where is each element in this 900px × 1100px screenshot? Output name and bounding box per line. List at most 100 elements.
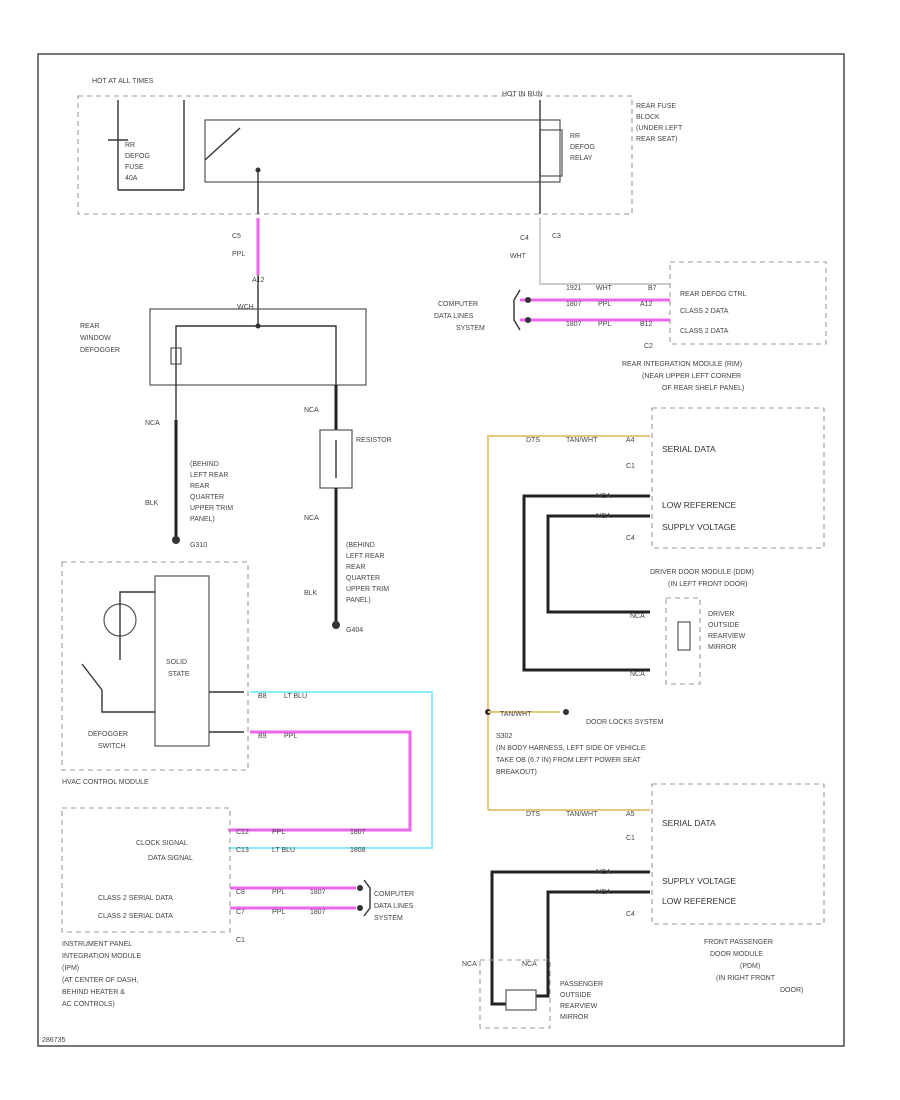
tan-wht-serial-data-wire: [487, 435, 650, 810]
svg-text:UPPER TRIM: UPPER TRIM: [190, 505, 233, 512]
svg-text:STATE: STATE: [168, 671, 190, 678]
ddm-c1-label: C1: [626, 463, 635, 470]
rim-pin-rear-defog-ctrl: 1921 WHT B7 REAR DEFOG CTRL: [566, 285, 747, 298]
svg-text:(NEAR UPPER LEFT CORNER: (NEAR UPPER LEFT CORNER: [642, 373, 741, 380]
svg-text:(AT CENTER OF DASH,: (AT CENTER OF DASH,: [62, 977, 138, 984]
defogger-grid: [175, 325, 337, 420]
svg-text:BREAKOUT): BREAKOUT): [496, 769, 537, 776]
svg-text:RR: RR: [570, 133, 580, 140]
pdm-serial-data-label: SERIAL DATA: [662, 818, 716, 828]
svg-text:TAKE OB (6.7 IN) FROM LEFT POW: TAKE OB (6.7 IN) FROM LEFT POWER SEAT: [496, 757, 641, 764]
svg-text:C12: C12: [236, 829, 249, 836]
svg-text:FUSE: FUSE: [125, 164, 144, 171]
ddm-c1-wire-label: DTS TAN/WHT A4: [526, 437, 635, 444]
pdm-low-ref-wire: [536, 890, 650, 998]
ground-g404-icon: [332, 621, 340, 629]
svg-text:DTS: DTS: [526, 811, 540, 818]
svg-text:DEFOGGER: DEFOGGER: [80, 347, 120, 354]
ddm-wire-b-label: NCA: [596, 513, 611, 520]
ipm-data-arrow-2: [357, 905, 363, 911]
pdm-low-ref-label: LOW REFERENCE: [662, 896, 736, 906]
ipm-module-label: INSTRUMENT PANEL INTEGRATION MODULE (IPM…: [62, 941, 142, 1008]
svg-text:REARVIEW: REARVIEW: [560, 1003, 598, 1010]
hvac-wire-2-label: B9 PPL: [258, 733, 297, 740]
solid-state-box: [154, 575, 210, 747]
svg-text:FRONT PASSENGER: FRONT PASSENGER: [704, 939, 773, 946]
svg-text:(UNDER LEFT: (UNDER LEFT: [636, 125, 683, 132]
svg-text:(IN LEFT FRONT DOOR): (IN LEFT FRONT DOOR): [668, 581, 747, 588]
ppl-clock-wire: [228, 730, 412, 832]
svg-text:BLOCK: BLOCK: [636, 114, 660, 121]
hvac-module-label: HVAC CONTROL MODULE: [62, 779, 149, 786]
diagram-footer-id: 286735: [42, 1037, 65, 1044]
svg-text:1807: 1807: [310, 889, 326, 896]
svg-text:PPL: PPL: [598, 301, 611, 308]
svg-text:AC CONTROLS): AC CONTROLS): [62, 1001, 115, 1008]
ddm-serial-data-label: SERIAL DATA: [662, 444, 716, 454]
pdm-c1-label: C1: [626, 835, 635, 842]
driver-mirror-label: DRIVER OUTSIDE REARVIEW MIRROR: [708, 611, 746, 651]
svg-text:A12: A12: [640, 301, 653, 308]
svg-text:SYSTEM: SYSTEM: [456, 325, 485, 332]
svg-text:COMPUTER: COMPUTER: [438, 301, 478, 308]
rim-data-arrow-1: [525, 297, 531, 303]
rear-fuse-block-label: REAR FUSE BLOCK (UNDER LEFT REAR SEAT): [636, 103, 683, 143]
svg-text:MIRROR: MIRROR: [708, 644, 736, 651]
svg-text:INSTRUMENT PANEL: INSTRUMENT PANEL: [62, 941, 132, 948]
svg-text:REAR FUSE: REAR FUSE: [636, 103, 676, 110]
defogger-switch-label: DEFOGGER SWITCH: [88, 731, 128, 750]
rim-module-label: REAR INTEGRATION MODULE (RIM) (NEAR UPPE…: [622, 361, 744, 392]
defogger-left-wire-id: NCA: [145, 420, 160, 427]
defogger-element: [170, 347, 182, 365]
svg-text:DEFOGGER: DEFOGGER: [88, 731, 128, 738]
svg-text:C8: C8: [236, 889, 245, 896]
svg-text:SOLID: SOLID: [166, 659, 187, 666]
rim-data-link-label: COMPUTER DATA LINES SYSTEM: [434, 301, 485, 332]
svg-text:LEFT REAR: LEFT REAR: [190, 472, 228, 479]
pdm-module-label: FRONT PASSENGER DOOR MODULE (PDM) (IN RI…: [704, 939, 803, 994]
svg-text:C7: C7: [236, 909, 245, 916]
svg-text:B12: B12: [640, 321, 653, 328]
ipm-data-bracket: [363, 879, 371, 917]
svg-text:CLASS 2 DATA: CLASS 2 DATA: [680, 328, 729, 335]
relay-box: [204, 119, 561, 183]
driver-mirror-outline: [665, 597, 701, 685]
svg-text:(PDM): (PDM): [740, 963, 760, 970]
rim-connector-label: C2: [644, 343, 653, 350]
passenger-mirror-wire-b: NCA: [522, 961, 537, 968]
rim-pin-class2-2: 1807 PPL B12 CLASS 2 DATA: [566, 321, 729, 335]
svg-text:REAR DEFOG CTRL: REAR DEFOG CTRL: [680, 291, 747, 298]
relay-label: RR DEFOG RELAY: [570, 133, 595, 162]
switch-line: [101, 690, 155, 713]
rim-data-bracket: [513, 289, 521, 331]
ipm-class2b-label: CLASS 2 SERIAL DATA: [98, 913, 173, 920]
passenger-mirror-motor: [505, 989, 537, 1011]
passenger-mirror-label: PASSENGER OUTSIDE REARVIEW MIRROR: [560, 981, 603, 1021]
svg-text:40A: 40A: [125, 175, 138, 182]
svg-text:REARVIEW: REARVIEW: [708, 633, 746, 640]
diagram-frame: [37, 53, 845, 1047]
pdm-supply-label: SUPPLY VOLTAGE: [662, 876, 736, 886]
rear-fuse-block-outline: [77, 95, 633, 215]
ddm-c4-label: C4: [626, 535, 635, 542]
svg-text:1807: 1807: [566, 321, 582, 328]
svg-text:(IN BODY HARNESS, LEFT SIDE OF: (IN BODY HARNESS, LEFT SIDE OF VEHICLE: [496, 745, 646, 752]
svg-text:OF REAR SHELF PANEL): OF REAR SHELF PANEL): [662, 385, 744, 392]
passenger-mirror-wire-a: NCA: [462, 961, 477, 968]
door-locks-arrow: [563, 709, 569, 715]
svg-text:DOOR): DOOR): [780, 987, 803, 994]
pdm-supply-wire: [490, 870, 650, 1006]
svg-text:DEFOG: DEFOG: [125, 153, 150, 160]
svg-text:DRIVER: DRIVER: [708, 611, 734, 618]
svg-text:RELAY: RELAY: [570, 155, 593, 162]
svg-text:INTEGRATION MODULE: INTEGRATION MODULE: [62, 953, 142, 960]
svg-text:(IPM): (IPM): [62, 965, 79, 972]
svg-text:TAN/WHT: TAN/WHT: [566, 811, 598, 818]
ddm-supply-label: SUPPLY VOLTAGE: [662, 522, 736, 532]
defogger-left-wire-color: BLK: [145, 500, 159, 507]
svg-text:QUARTER: QUARTER: [190, 494, 224, 501]
ddm-module-label: DRIVER DOOR MODULE (DDM) (IN LEFT FRONT …: [650, 569, 754, 588]
svg-text:B7: B7: [648, 285, 657, 292]
wht-wire-rim: [539, 218, 670, 285]
svg-text:1921: 1921: [566, 285, 582, 292]
